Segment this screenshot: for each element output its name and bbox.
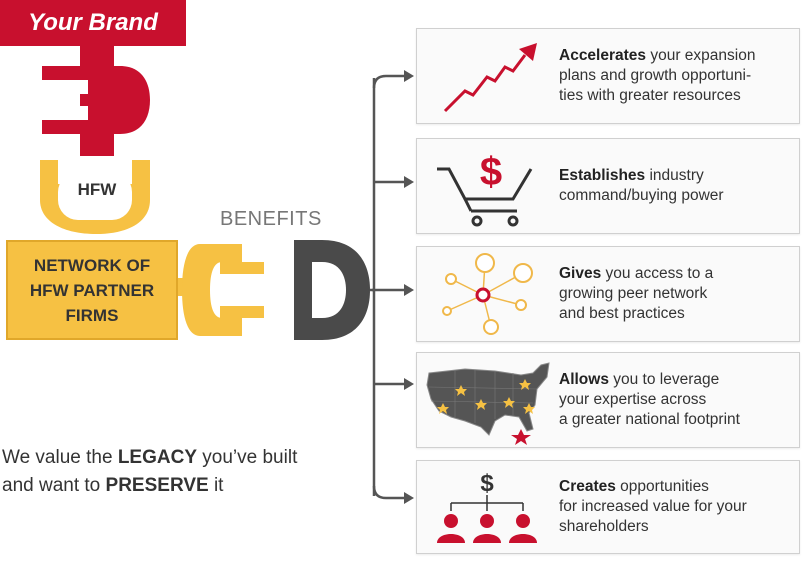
network-nodes-icon xyxy=(442,253,533,335)
gold-hfw-plug-icon xyxy=(40,160,150,234)
gold-side-plug-icon xyxy=(178,244,264,336)
benefit-text-creates: Creates opportunities for increased valu… xyxy=(559,477,795,537)
dollar-sign: $ xyxy=(480,470,494,497)
brand-label: Your Brand xyxy=(28,9,158,36)
network-line-1: NETWORK OF xyxy=(33,256,151,275)
benefit-bold-establishes: Establishes xyxy=(559,167,646,184)
benefit-line: industry xyxy=(645,167,704,184)
benefit-bold-gives: Gives xyxy=(559,265,602,282)
benefit-line: your expansion xyxy=(646,47,756,64)
rising-arrow-icon xyxy=(443,43,537,113)
plug-diagram xyxy=(40,46,370,340)
benefit-text-gives: Gives you access to a growing peer netwo… xyxy=(559,264,795,324)
network-line-3: FIRMS xyxy=(65,306,119,325)
dark-socket-icon xyxy=(294,240,370,340)
benefit-line: you access to a xyxy=(601,265,714,282)
benefit-line: opportunities xyxy=(615,478,709,495)
benefit-line: you to leverage xyxy=(608,371,720,388)
legacy-text: We value the xyxy=(2,447,118,468)
legacy-statement: We value the LEGACY you’ve built and wan… xyxy=(2,444,297,500)
benefit-text-establishes: Establishes industry command/buying powe… xyxy=(559,166,795,206)
benefit-line: plans and growth opportuni- xyxy=(559,67,752,84)
legacy-text: it xyxy=(208,475,224,496)
red-plug-icon xyxy=(42,46,150,156)
benefit-card-accelerates: Accelerates your expansion plans and gro… xyxy=(416,28,800,124)
brand-box xyxy=(0,0,186,46)
benefit-bold-creates: Creates xyxy=(559,478,616,495)
benefit-line: a greater national footprint xyxy=(559,411,740,428)
benefit-text-allows: Allows you to leverage your expertise ac… xyxy=(559,370,795,430)
benefit-line: ties with greater resources xyxy=(559,87,741,104)
benefit-text-accelerates: Accelerates your expansion plans and gro… xyxy=(559,46,795,106)
cart-dollar-icon: $ xyxy=(437,150,533,227)
hfw-label: HFW xyxy=(77,180,117,199)
benefit-bold-allows: Allows xyxy=(559,371,609,388)
benefit-line: your expertise across xyxy=(559,391,707,408)
benefit-line: for increased value for your xyxy=(559,498,747,515)
benefit-bold-accelerates: Accelerates xyxy=(559,47,647,64)
benefit-card-creates: $ Creates opportunities for increased va… xyxy=(416,460,800,554)
legacy-text: you’ve built xyxy=(197,447,298,468)
legacy-bold: LEGACY xyxy=(117,447,198,468)
connector-tree xyxy=(370,70,414,504)
network-box xyxy=(6,240,178,340)
network-line-2: HFW PARTNER xyxy=(29,281,155,300)
us-map-icon xyxy=(426,362,550,445)
benefits-label: BENEFITS xyxy=(220,208,322,230)
dollar-sign: $ xyxy=(480,150,502,194)
shareholders-icon: $ xyxy=(437,470,537,543)
benefit-line: shareholders xyxy=(559,518,649,535)
benefit-line: command/buying power xyxy=(559,187,724,204)
benefit-card-establishes: $ Establishes industry command/buying po… xyxy=(416,138,800,234)
benefit-line: growing peer network xyxy=(559,285,708,302)
benefit-card-allows: Allows you to leverage your expertise ac… xyxy=(416,352,800,448)
benefit-line: and best practices xyxy=(559,305,685,322)
benefit-card-gives: Gives you access to a growing peer netwo… xyxy=(416,246,800,342)
preserve-bold: PRESERVE xyxy=(105,475,209,496)
legacy-text: and want to xyxy=(2,475,106,496)
